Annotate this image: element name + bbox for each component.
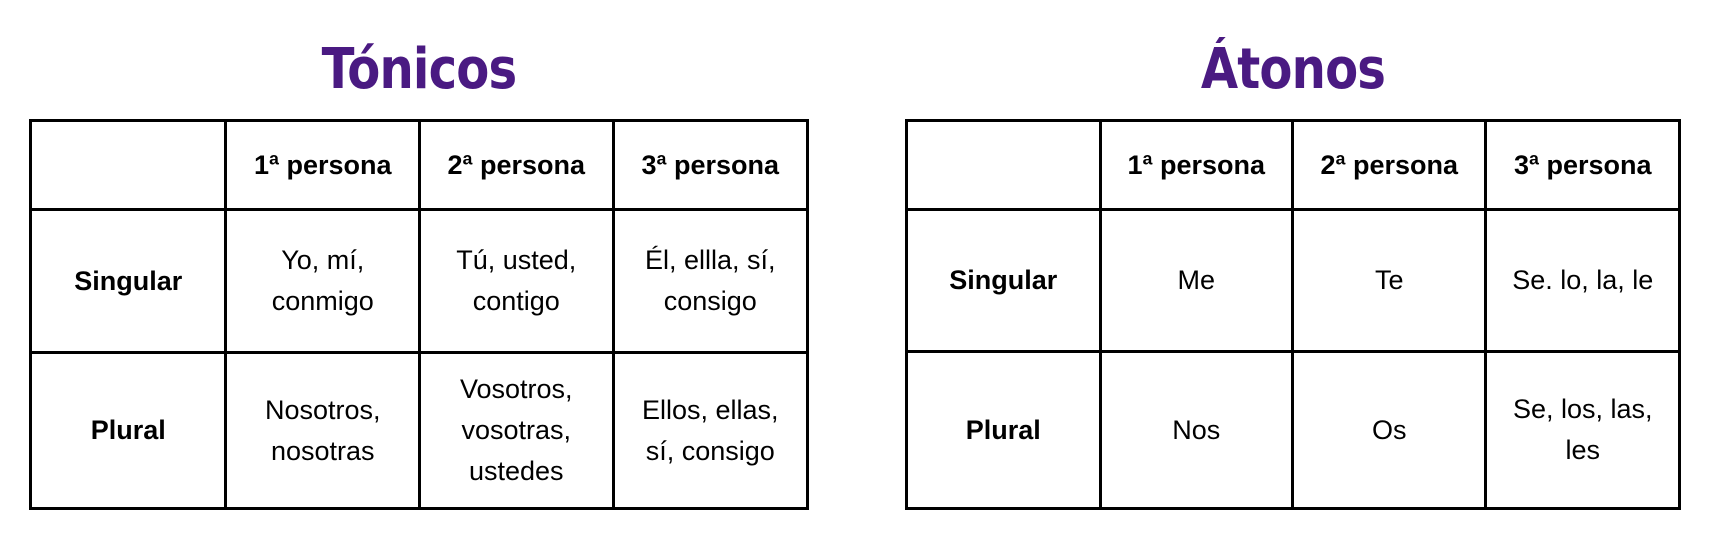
table-cell: Nosotros, nosotras <box>224 351 421 510</box>
table-cell: Nos <box>1098 350 1294 510</box>
table-cell: Tú, usted, contigo <box>418 208 615 354</box>
header-3a-persona: 3ª persona <box>1484 119 1681 211</box>
row-label-plural: Plural <box>905 350 1102 510</box>
header-2a-persona: 2ª persona <box>418 119 615 211</box>
table-row-singular: Singular Yo, mí, conmigo Tú, usted, cont… <box>28 208 810 354</box>
header-1a-persona: 1ª persona <box>224 119 421 211</box>
header-1a-persona: 1ª persona <box>1098 119 1294 211</box>
table-row-plural: Plural Nosotros, nosotras Vosotros, voso… <box>28 351 810 510</box>
atonos-table: 1ª persona 2ª persona 3ª persona Singula… <box>905 119 1681 510</box>
tonicos-table: 1ª persona 2ª persona 3ª persona Singula… <box>28 119 810 510</box>
table-row-plural: Plural Nos Os Se, los, las, les <box>905 350 1681 510</box>
row-label-singular: Singular <box>905 208 1102 353</box>
table-row-singular: Singular Me Te Se. lo, la, le <box>905 208 1681 353</box>
row-label-singular: Singular <box>28 208 228 354</box>
table-cell: Se, los, las, les <box>1484 350 1681 510</box>
table-cell: Me <box>1098 208 1294 353</box>
header-3a-persona: 3ª persona <box>611 119 810 211</box>
corner-cell <box>28 119 228 211</box>
table-cell: Os <box>1290 350 1488 510</box>
table-cell: Ellos, ellas, sí, consigo <box>611 351 810 510</box>
table-cell: Vosotros, vosotras, ustedes <box>418 351 615 510</box>
table-cell: Él, ellla, sí, consigo <box>611 208 810 354</box>
header-row: 1ª persona 2ª persona 3ª persona <box>28 119 810 211</box>
table-cell: Te <box>1290 208 1488 353</box>
table-cell: Se. lo, la, le <box>1484 208 1681 353</box>
corner-cell <box>905 119 1102 211</box>
atonos-title: Átonos <box>1200 37 1386 102</box>
header-2a-persona: 2ª persona <box>1290 119 1488 211</box>
table-cell: Yo, mí, conmigo <box>224 208 421 354</box>
header-row: 1ª persona 2ª persona 3ª persona <box>905 119 1681 211</box>
row-label-plural: Plural <box>28 351 228 510</box>
tonicos-title: Tónicos <box>321 37 517 102</box>
